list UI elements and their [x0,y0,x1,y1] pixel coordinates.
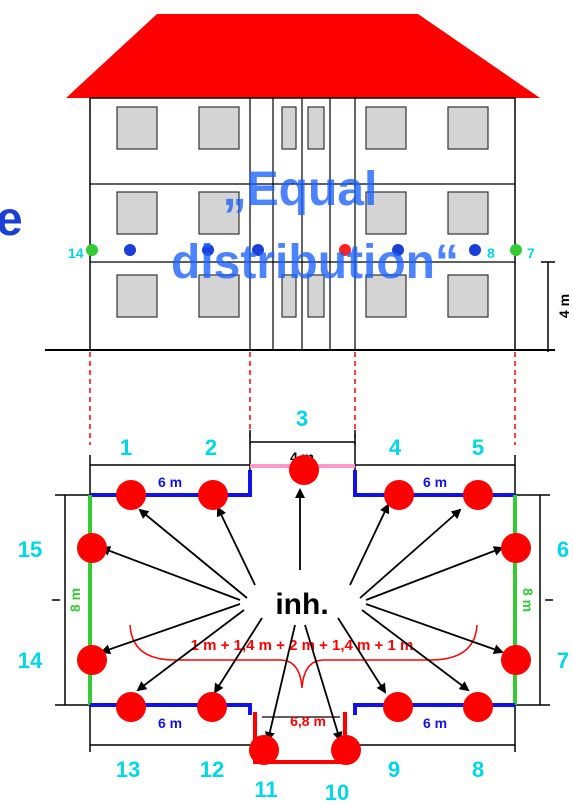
number-6: 6 [557,537,569,562]
facade-label-right-far: 7 [527,245,535,261]
dim-right-side: 8 m [520,588,536,612]
window [116,274,158,318]
number-7: 7 [557,648,569,673]
facade-label-left: 14 [68,245,84,261]
dim-top-right: 6 m [423,474,447,490]
window [365,106,407,150]
facade-label-right-near: 8 [487,245,495,261]
window [307,106,325,150]
guide-lines [89,352,516,445]
number-8: 8 [472,757,484,782]
left-fragment: e [0,193,23,246]
number-10: 10 [325,780,349,805]
number-15: 15 [18,537,42,562]
number-2: 2 [205,435,217,460]
facade-windows [116,106,489,318]
window [198,274,240,318]
dim-bottom-center: 6,8 m [290,713,326,729]
number-11: 11 [254,777,277,802]
facade: 4 m 14 8 7 „Equal distribution“ e [0,14,572,352]
window [281,106,297,150]
number-3: 3 [296,406,308,431]
number-1: 1 [120,435,132,460]
window [365,191,407,235]
number-14: 14 [18,648,43,673]
window [198,191,240,235]
number-13: 13 [116,757,140,782]
window [447,274,489,318]
title-line-1: „Equal [223,163,378,216]
detector-dots [77,455,531,765]
number-12: 12 [200,757,224,782]
height-label: 4 m [556,294,572,318]
formula-brace [129,624,478,689]
roof [66,14,540,98]
window [447,106,489,150]
position-numbers: 1 2 3 4 5 6 7 8 9 10 11 12 13 14 15 [18,406,569,805]
center-label: inh. [275,588,328,621]
wall-bottom-right [353,703,515,715]
window [198,106,240,150]
facade-dots [86,244,522,256]
window [307,274,325,318]
dim-left-side: 8 m [67,588,83,612]
formula: 1 m + 1,4 m + 2 m + 1,4 m + 1 m [191,637,414,654]
arrows [100,488,504,742]
window [447,191,489,235]
number-4: 4 [389,435,402,460]
window [116,106,158,150]
dim-top-left: 6 m [158,474,182,490]
number-5: 5 [472,435,484,460]
wall-top-right [353,470,515,497]
floor-plan: 6 m 4 m 6 m 6 m 6,8 m 6 m 8 m 8 m 1 m + … [18,406,569,805]
window [365,274,407,318]
title-line-2: distribution“ [171,236,459,289]
dim-bottom-right: 6 m [423,715,447,731]
window [116,191,158,235]
window [281,274,297,318]
dim-bottom-left: 6 m [158,715,182,731]
number-9: 9 [388,757,400,782]
